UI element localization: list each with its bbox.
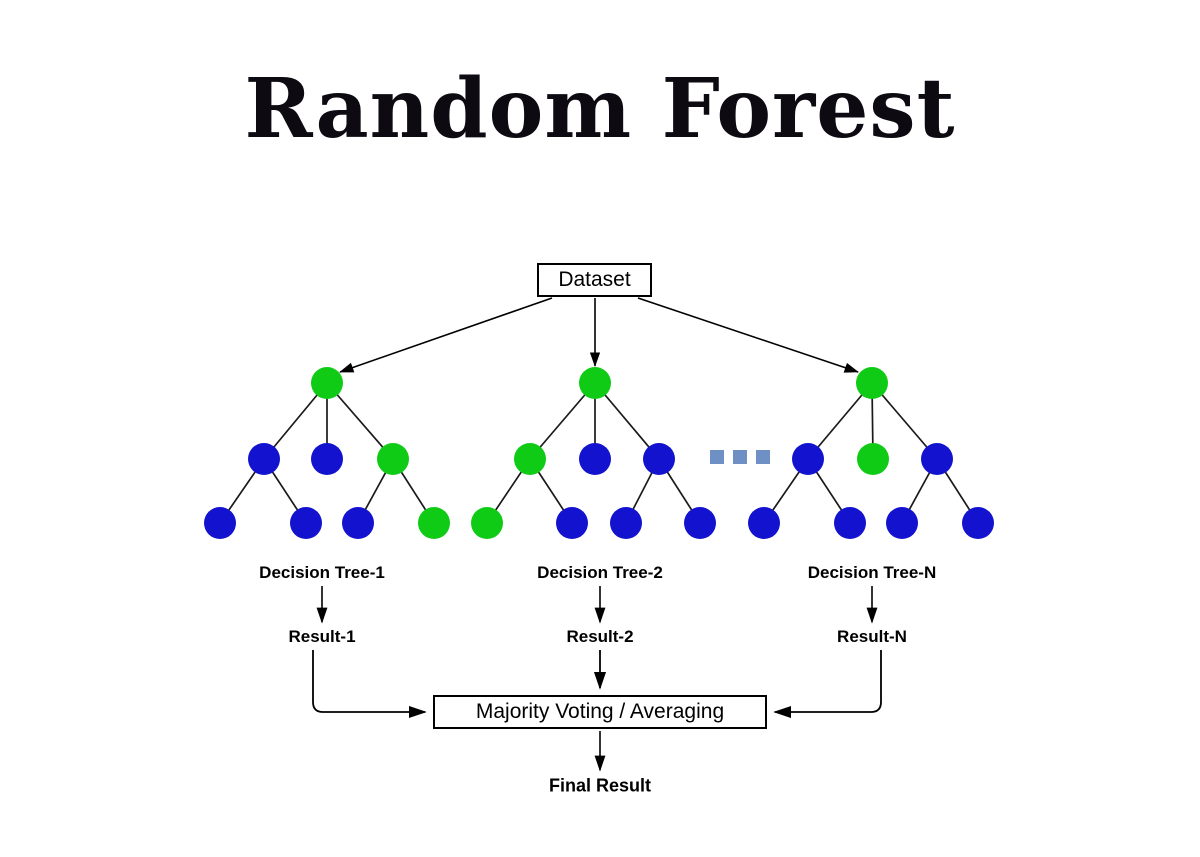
tree-2-node-l0-0[interactable] xyxy=(579,367,611,399)
tree-2-node-l2-0[interactable] xyxy=(471,507,503,539)
result-2-label: Result-2 xyxy=(566,627,634,646)
tree-1-node-l0-0[interactable] xyxy=(311,367,343,399)
decision-tree-2-label: Decision Tree-2 xyxy=(537,563,663,582)
ellipsis-square-2 xyxy=(733,450,747,464)
majority-voting-box-label: Majority Voting / Averaging xyxy=(475,700,725,723)
dataset-box-label: Dataset xyxy=(558,268,631,291)
decision-tree-1-label: Decision Tree-1 xyxy=(259,563,385,582)
tree-1-node-l1-1[interactable] xyxy=(311,443,343,475)
tree-3-node-l0-0[interactable] xyxy=(856,367,888,399)
page-title: Random Forest xyxy=(244,61,956,157)
tree-3-node-l1-0[interactable] xyxy=(792,443,824,475)
tree-3-node-l2-1[interactable] xyxy=(834,507,866,539)
tree-2-node-l1-0[interactable] xyxy=(514,443,546,475)
tree-2-node-l2-1[interactable] xyxy=(556,507,588,539)
dataset-box[interactable]: Dataset xyxy=(537,263,652,297)
ellipsis-square-1 xyxy=(710,450,724,464)
tree-3-node-l2-0[interactable] xyxy=(748,507,780,539)
arrow-result1-to-voting xyxy=(312,650,427,719)
tree-2-node-l1-2[interactable] xyxy=(643,443,675,475)
arrow-dataset-to-tree-n xyxy=(637,297,859,373)
tree-1-node-l1-2[interactable] xyxy=(377,443,409,475)
tree-2-node-l1-1[interactable] xyxy=(579,443,611,475)
tree-to-result-arrows xyxy=(316,586,878,624)
tree-1-node-l2-1[interactable] xyxy=(290,507,322,539)
result-to-voting-arrows xyxy=(312,650,882,719)
tree-3-node-l1-1[interactable] xyxy=(857,443,889,475)
tree-3-node-l2-2[interactable] xyxy=(886,507,918,539)
ellipsis-square-3 xyxy=(756,450,770,464)
majority-voting-box[interactable]: Majority Voting / Averaging xyxy=(433,695,767,729)
tree-1-node-l2-2[interactable] xyxy=(342,507,374,539)
tree-2-node-l2-2[interactable] xyxy=(610,507,642,539)
result-n-label: Result-N xyxy=(837,627,907,646)
decision-tree-n-label: Decision Tree-N xyxy=(807,563,937,582)
arrow-dataset-to-tree-1 xyxy=(339,297,553,373)
result-1-label: Result-1 xyxy=(288,627,356,646)
tree-1-node-l2-3[interactable] xyxy=(418,507,450,539)
tree-1-node-l2-0[interactable] xyxy=(204,507,236,539)
dataset-to-trees-arrows xyxy=(339,297,859,373)
tree-2-node-l2-3[interactable] xyxy=(684,507,716,539)
arrow-resultn-to-voting xyxy=(773,650,882,719)
tree-3-node-l2-3[interactable] xyxy=(962,507,994,539)
final-result-label: Final Result xyxy=(548,775,652,796)
tree-1-node-l1-0[interactable] xyxy=(248,443,280,475)
tree-3-node-l1-2[interactable] xyxy=(921,443,953,475)
